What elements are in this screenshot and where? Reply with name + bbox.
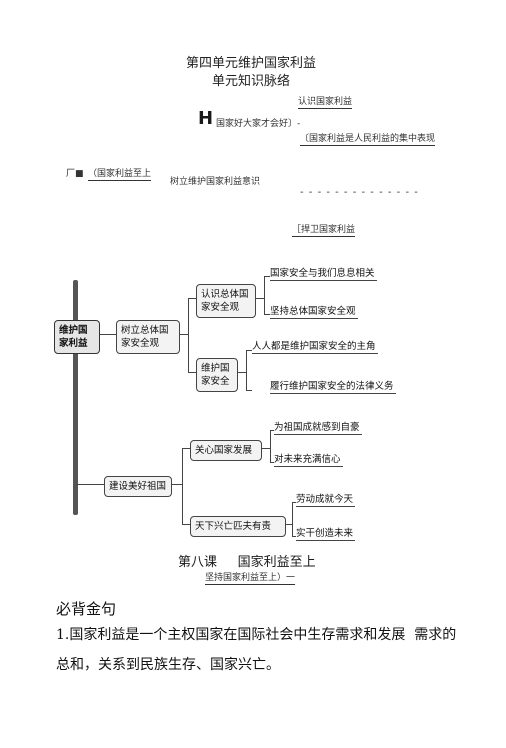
leaf-uphold-security: 坚持总体国家安全观 — [270, 303, 358, 319]
outline-defend-interest: ［捍卫国家利益 — [292, 222, 356, 237]
outline-interest-supreme: （国家利益至上 — [88, 166, 152, 181]
leaf-everyone-protagonist: 人人都是维护国家安全的主角 — [252, 338, 378, 354]
lesson-title: 第八课 国家利益至上 — [178, 555, 316, 570]
unit-title: 第四单元维护国家利益 — [186, 56, 317, 71]
section-heading: 必背金句 — [56, 600, 117, 618]
paragraph-line-1: 1.国家利益是一个主权国家在国际社会中生存需求和发展 需求的 — [56, 627, 457, 643]
leaf-security-related: 国家安全与我们息息相关 — [270, 265, 377, 281]
lesson-subtitle: 坚持国家利益至上）一 — [205, 570, 296, 585]
branch-build-motherland: 建设美好祖国 — [104, 476, 172, 497]
outline-awareness: 树立维护国家利益意识 — [170, 177, 261, 187]
node-everyone-responsible: 天下兴亡匹夫有责 — [190, 516, 286, 537]
outline-country-good: 国家好大家才会好〕- — [216, 119, 301, 129]
mind-map-spine — [73, 280, 78, 515]
outline-h-glyph: H — [198, 108, 214, 129]
knowledge-mind-map: 维护国 家利益 树立总体国 家安全观 认识总体国 家安全观 国家安全与我们息息相… — [48, 262, 458, 547]
paragraph-line-2: 总和，关系到民族生存、国家兴亡。 — [56, 657, 280, 673]
node-recognize-security: 认识总体国 家安全观 — [196, 284, 256, 318]
leaf-labor-today: 劳动成就今天 — [296, 491, 356, 507]
outline-dashes: - - - - - - - - - - - - - - — [300, 187, 419, 198]
outline-recognize-interest: 认识国家利益 — [298, 94, 353, 109]
node-maintain-security: 维护国 家安全 — [196, 358, 238, 392]
leaf-proud-achievements: 为祖国成就感到自豪 — [274, 419, 362, 435]
leaf-confident-future: 对未来充满信心 — [274, 451, 343, 467]
root-node: 维护国 家利益 — [54, 320, 100, 354]
unit-subtitle: 单元知识脉络 — [212, 74, 291, 89]
leaf-work-future: 实干创造未来 — [296, 525, 356, 541]
leaf-legal-obligation: 履行维护国家安全的法律义务 — [270, 378, 396, 394]
outline-prefix-glyph: 厂■ — [66, 169, 84, 179]
node-care-development: 关心国家发展 — [190, 440, 262, 461]
branch-security-concept: 树立总体国 家安全观 — [116, 320, 180, 354]
outline-interest-representation: 〔国家利益是人民利益的集中表现 — [300, 131, 436, 146]
